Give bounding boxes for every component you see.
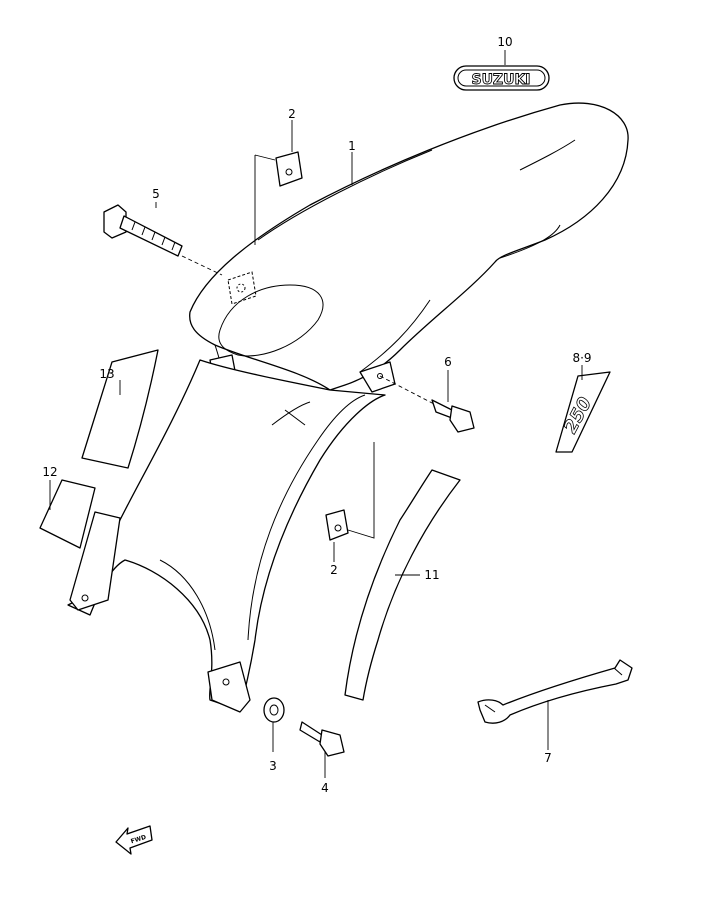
curved-strip-11 [344,469,461,701]
bolt-6 [431,399,475,433]
callout-2-upper: 2 [288,107,296,121]
fwd-text: FWD [130,834,147,846]
leader-lines [49,50,583,778]
callout-5: 5 [152,187,160,201]
nut-3 [263,697,285,723]
callout-1: 1 [348,139,356,153]
fwd-arrow-icon: FWD [115,825,153,855]
callout-6: 6 [444,355,452,369]
model-decal-8-9: 250 [555,371,611,453]
stay-bracket-7 [477,659,633,724]
callout-4: 4 [321,781,329,795]
callout-2-lower: 2 [330,563,338,577]
callout-labels: 10 2 1 5 8·9 6 13 12 2 11 7 3 4 [42,35,591,795]
rear-fender [189,102,629,393]
long-bolt-5 [103,204,183,257]
callout-12: 12 [42,465,57,479]
bolt-4 [299,721,345,757]
clip-nut-2-lower [325,509,349,541]
callout-13: 13 [99,367,114,381]
pad-12 [39,479,96,549]
callout-8-9: 8·9 [572,351,591,365]
callout-11: 11 [424,568,439,582]
callout-7: 7 [544,751,552,765]
inner-fender [67,359,386,713]
clip-nut-2-upper [275,151,303,187]
callout-10: 10 [497,35,512,49]
suzuki-emblem-10: SUZUKI [453,65,550,91]
emblem-text: SUZUKI [471,72,530,88]
decal-strip-13 [81,349,159,469]
callout-3: 3 [269,759,277,773]
